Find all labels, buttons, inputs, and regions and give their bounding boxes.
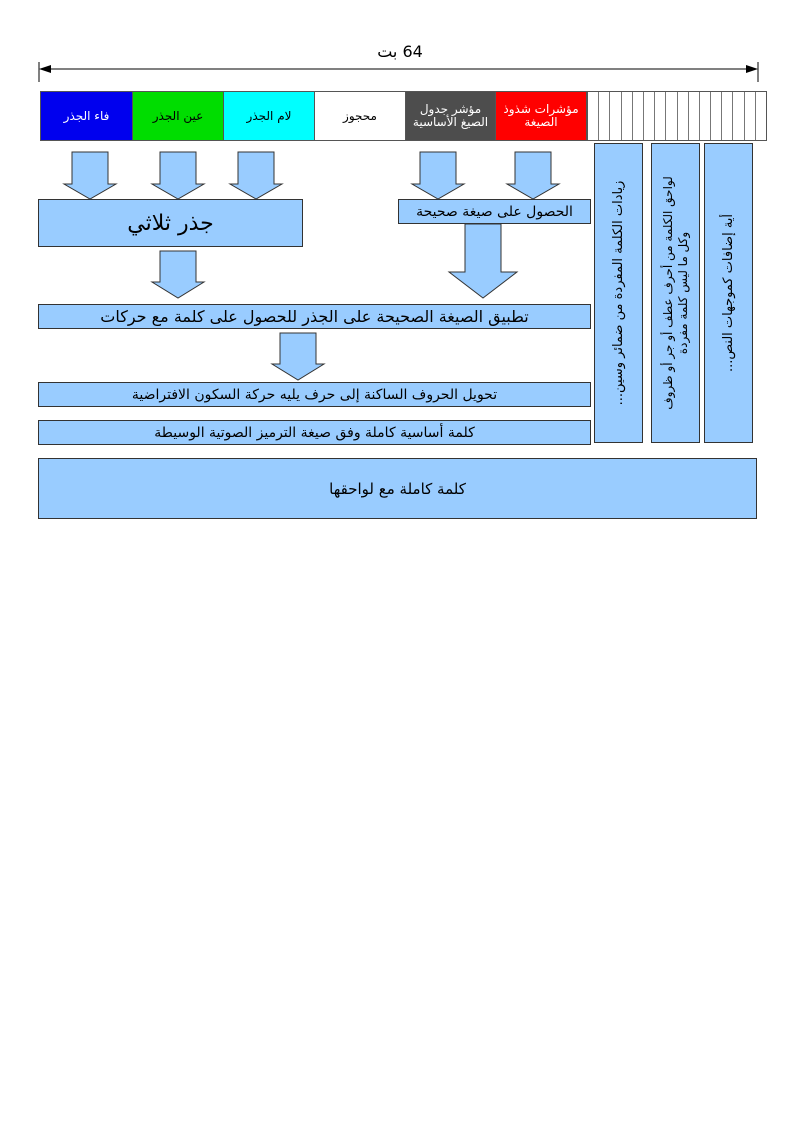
arrow-icon (505, 151, 561, 200)
triliteral-root-box: جذر ثلاثي (38, 199, 303, 247)
full-base-word-box: كلمة أساسية كاملة وفق صيغة الترميز الصوت… (38, 420, 591, 445)
width-label: 64 بت (377, 42, 423, 61)
arrow-icon (150, 151, 206, 200)
arrow-icon (410, 151, 466, 200)
field-ain-root: عين الجذر (132, 91, 224, 141)
field-pattern-table-pointer: مؤشر جدول الصيغ الأساسية (405, 91, 496, 141)
field-fa-root: فاء الجذر (40, 91, 133, 141)
convert-sukun-box: تحويل الحروف الساكنة إلى حرف يليه حركة ا… (38, 382, 591, 407)
apply-pattern-box: تطبيق الصيغة الصحيحة على الجذر للحصول عل… (38, 304, 591, 329)
text-additions-label: أية إضافات كموجهات النص... (720, 213, 736, 373)
word-suffixes-box: لواحق الكلمة من أحرف عطف أو جر أو ظروف و… (651, 143, 700, 443)
arrow-icon (150, 250, 206, 299)
word-suffixes-line-2: وكل ما ليس كلمة مفردة (675, 231, 690, 355)
full-word-with-suffixes-box: كلمة كاملة مع لواحقها (38, 458, 757, 519)
field-irregular-flags: مؤشرات شذوذ الصيغة (495, 91, 587, 141)
arrow-icon (270, 332, 326, 381)
arrow-icon (228, 151, 284, 200)
word-suffixes-line-1: لواحق الكلمة من أحرف عطف أو جر أو ظروف (660, 176, 675, 410)
word-additions-box: زيادات الكلمة المفردة من ضمائر وسين... (594, 143, 643, 443)
valid-pattern-box: الحصول على صيغة صحيحة (398, 199, 591, 224)
unused-bits (587, 91, 767, 141)
field-reserved: محجوز (314, 91, 406, 141)
field-lam-root: لام الجذر (223, 91, 315, 141)
word-additions-label: زيادات الكلمة المفردة من ضمائر وسين... (610, 180, 626, 406)
word-suffixes-label: لواحق الكلمة من أحرف عطف أو جر أو ظروف و… (661, 176, 691, 410)
arrow-icon (447, 223, 519, 299)
arrow-icon (62, 151, 118, 200)
text-additions-box: أية إضافات كموجهات النص... (704, 143, 753, 443)
